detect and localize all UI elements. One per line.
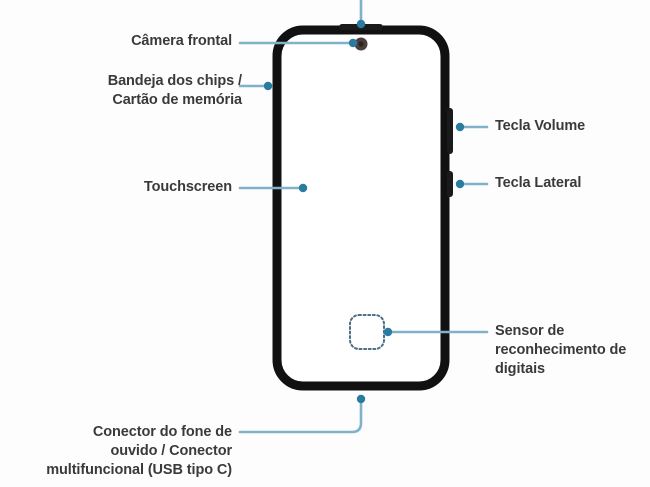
side-key[interactable] [447,171,453,197]
label-volume-key: Tecla Volume [495,118,586,134]
label-side-key: Tecla Lateral [495,175,582,191]
leader-dot-tecla-volume [455,122,465,132]
leader-dots [263,19,465,404]
leader-dot-sensor-digitais [383,327,393,337]
label-usb-c-connector: Conector do fone de ouvido / Conector mu… [46,424,232,478]
label-front-camera: Câmera frontal [131,33,232,49]
volume-key[interactable] [447,108,453,154]
label-fingerprint-sensor: Sensor de reconhecimento de digitais [495,323,627,377]
leader-dot-touchscreen [298,183,308,193]
leader-dot-earpiece-speaker [356,19,366,29]
leader-dot-bandeja-chips [263,81,273,91]
leader-dot-camera-frontal [348,38,358,48]
leader-dot-tecla-lateral [455,179,465,189]
leader-line-conector [238,398,363,434]
leader-dot-conector [356,394,366,404]
front-camera-lens-inner [358,41,364,47]
label-sim-tray: Bandeja dos chips / Cartão de memória [107,73,242,108]
label-touchscreen: Touchscreen [143,179,232,195]
